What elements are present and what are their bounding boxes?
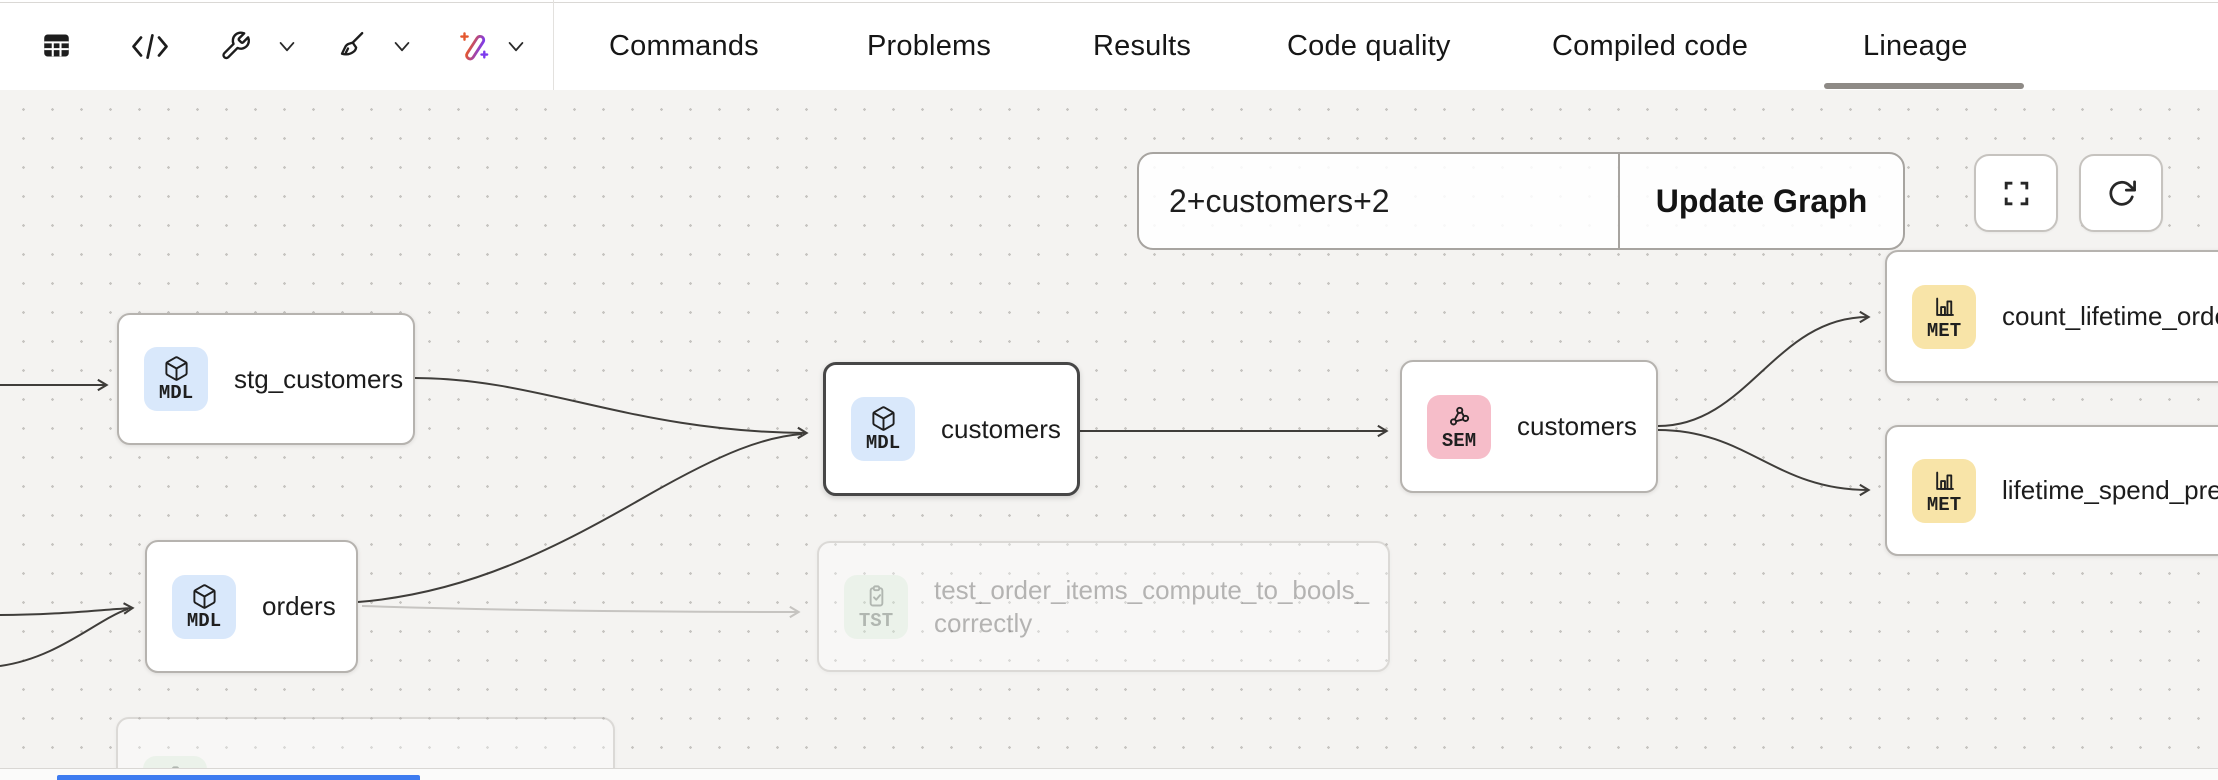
fullscreen-button[interactable]	[1974, 154, 2058, 232]
metric-badge: MET	[1912, 458, 1976, 523]
node-stg-customers[interactable]: MDL stg_customers	[117, 313, 415, 445]
wrench-dropdown-chevron-icon[interactable]	[276, 39, 298, 56]
node-label: test_order_items_compute_to_bools_correc…	[934, 574, 1370, 638]
bottom-focus-bar	[57, 775, 420, 780]
clipboard-check-icon	[869, 584, 883, 606]
fullscreen-icon	[2004, 181, 2028, 205]
tab-compiled-code[interactable]: Compiled code	[1552, 30, 1749, 62]
broom-dropdown-chevron-icon[interactable]	[391, 39, 413, 56]
lineage-selector: 2+customers+2 Update Graph	[1137, 152, 1905, 250]
update-graph-button[interactable]: Update Graph	[1620, 154, 1903, 248]
model-badge: MDL	[172, 574, 236, 639]
bottom-panel-edge	[0, 768, 2218, 780]
cube-icon	[192, 583, 216, 609]
magic-wand-icon[interactable]	[455, 28, 492, 64]
node-label: lifetime_spend_preta	[2002, 475, 2218, 505]
semantic-badge: SEM	[1427, 394, 1491, 459]
top-hairline	[0, 2, 2218, 3]
model-badge: MDL	[851, 397, 915, 461]
refresh-button[interactable]	[2079, 154, 2163, 232]
node-label: stg_customers	[234, 363, 404, 394]
node-label: customers	[941, 413, 1061, 444]
cube-icon	[164, 356, 188, 381]
model-badge: MDL	[144, 347, 208, 411]
tab-problems[interactable]: Problems	[867, 30, 992, 62]
cube-icon	[871, 406, 895, 431]
node-lifetime-spend-metric[interactable]: MET lifetime_spend_preta	[1885, 425, 2218, 556]
tab-lineage[interactable]: Lineage	[1863, 30, 1968, 62]
node-label: customers	[1517, 411, 1637, 441]
semantic-graph-icon	[1449, 406, 1469, 425]
node-count-lifetime-order-metric[interactable]: MET count_lifetime_order	[1885, 250, 2218, 383]
bar-chart-icon	[1935, 297, 1954, 316]
toolbar-divider	[553, 0, 554, 90]
tab-results[interactable]: Results	[1093, 30, 1192, 62]
selector-input[interactable]: 2+customers+2	[1139, 154, 1620, 248]
node-customers-semantic[interactable]: SEM customers	[1400, 360, 1658, 493]
selector-value: 2+customers+2	[1169, 182, 1390, 219]
node-test-order-items[interactable]: TST test_order_items_compute_to_bools_co…	[817, 541, 1390, 672]
bar-chart-icon	[1935, 471, 1954, 490]
refresh-icon	[2109, 179, 2136, 206]
metric-badge: MET	[1912, 284, 1976, 349]
active-tab-indicator	[1824, 83, 2024, 89]
tab-code-quality[interactable]: Code quality	[1287, 30, 1451, 62]
wrench-icon[interactable]	[219, 30, 252, 62]
test-badge: TST	[844, 574, 908, 639]
code-icon[interactable]	[130, 33, 170, 60]
top-toolbar: Commands Problems Results Code quality C…	[0, 0, 2218, 90]
node-customers-model[interactable]: MDL customers	[823, 362, 1080, 496]
node-orders[interactable]: MDL orders	[145, 540, 358, 673]
node-label: orders	[262, 591, 336, 621]
table-icon[interactable]	[40, 30, 73, 61]
broom-icon[interactable]	[332, 29, 369, 62]
node-label: count_lifetime_order	[2002, 301, 2218, 331]
tab-commands[interactable]: Commands	[609, 30, 759, 62]
wand-dropdown-chevron-icon[interactable]	[505, 39, 527, 56]
